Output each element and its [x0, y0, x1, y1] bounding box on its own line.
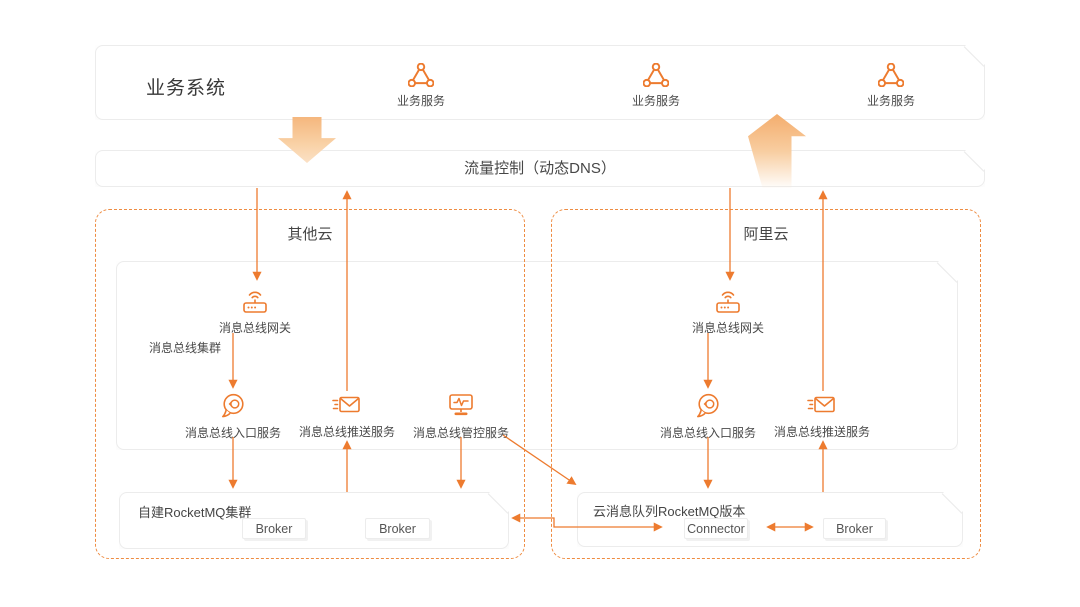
business-system-panel: 业务系统 业务服务 业务服务: [95, 45, 985, 120]
left-gateway: 消息总线网关: [190, 285, 320, 336]
connector-node: Connector: [684, 518, 748, 539]
other-cloud-boundary: 其他云: [95, 209, 525, 559]
self-built-rocketmq-panel: 自建RocketMQ集群 Broker Broker: [119, 492, 509, 549]
broker-node: Broker: [242, 518, 306, 539]
self-built-rocketmq-title: 自建RocketMQ集群: [138, 505, 252, 520]
business-service-3: 业务服务: [826, 63, 956, 109]
left-control-service: 消息总线管控服务: [396, 393, 526, 441]
right-push-service: 消息总线推送服务: [757, 393, 887, 440]
corner-notch: [964, 46, 985, 67]
flow-control-label: 流量控制（动态DNS）: [464, 160, 616, 177]
alibaba-cloud-boundary: 阿里云: [551, 209, 981, 559]
broker-node: Broker: [365, 518, 430, 539]
other-cloud-title: 其他云: [287, 226, 333, 243]
chat-bubble-icon: [222, 393, 244, 418]
service-cluster-icon: [878, 63, 904, 87]
right-entry-service-label: 消息总线入口服务: [659, 426, 756, 440]
mail-push-icon: [332, 396, 360, 413]
business-service-2: 业务服务: [591, 63, 721, 109]
business-service-label: 业务服务: [631, 94, 680, 108]
service-cluster-icon: [408, 63, 434, 87]
service-cluster-icon: [643, 63, 669, 87]
left-push-service: 消息总线推送服务: [282, 393, 412, 440]
left-push-service-label: 消息总线推送服务: [298, 425, 395, 439]
right-gateway-label: 消息总线网关: [691, 321, 764, 335]
left-control-service-label: 消息总线管控服务: [412, 426, 509, 440]
broker-node: Broker: [823, 518, 886, 539]
left-entry-service-label: 消息总线入口服务: [184, 426, 281, 440]
business-system-title: 业务系统: [146, 78, 227, 99]
monitor-pulse-icon: [449, 394, 473, 416]
cloud-rocketmq-panel: 云消息队列RocketMQ版本 Connector Broker: [577, 492, 963, 547]
right-push-service-label: 消息总线推送服务: [773, 425, 870, 439]
cluster-label: 消息总线集群: [149, 341, 222, 355]
mail-push-icon: [807, 396, 835, 413]
left-gateway-label: 消息总线网关: [218, 321, 291, 335]
left-entry-service: 消息总线入口服务: [168, 392, 298, 441]
router-icon: [716, 291, 740, 313]
business-service-label: 业务服务: [866, 94, 915, 108]
business-service-1: 业务服务: [356, 63, 486, 109]
router-icon: [243, 291, 267, 313]
business-service-label: 业务服务: [396, 94, 445, 108]
right-gateway: 消息总线网关: [663, 285, 793, 336]
right-entry-service: 消息总线入口服务: [643, 392, 773, 441]
chat-bubble-icon: [697, 393, 719, 418]
alibaba-cloud-title: 阿里云: [743, 226, 789, 243]
flow-control-panel: 流量控制（动态DNS）: [95, 150, 985, 187]
